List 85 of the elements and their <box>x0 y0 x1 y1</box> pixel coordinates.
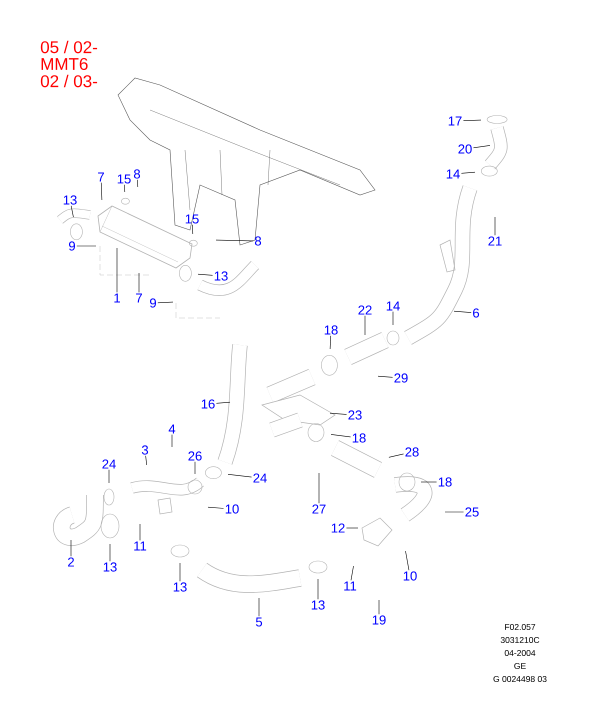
callout-number: 2 <box>68 557 74 567</box>
leader-line <box>194 462 196 474</box>
callout-number: 18 <box>352 433 366 443</box>
leader-line <box>258 598 260 617</box>
leader-line <box>216 240 254 242</box>
leader-line <box>392 311 394 326</box>
reference-code: 3031210C <box>500 637 540 643</box>
callout-number: 14 <box>446 170 460 178</box>
leader-line <box>138 272 140 293</box>
leader-line <box>378 600 380 614</box>
callout-number: 12 <box>332 523 345 533</box>
callout-number: 13 <box>64 195 77 205</box>
leader-line <box>378 376 393 378</box>
leader-line <box>158 302 174 304</box>
reference-code: GE <box>514 663 526 669</box>
callout-number: 20 <box>458 144 472 154</box>
callout-number: 13 <box>214 271 228 281</box>
reference-code: F02.057 <box>505 624 536 630</box>
leader-line <box>108 469 110 484</box>
leader-line <box>350 566 354 581</box>
callout-number: 3 <box>142 445 148 455</box>
callout-number: 7 <box>98 172 104 182</box>
reference-code: 04-2004 <box>504 650 536 656</box>
leader-line <box>454 310 472 313</box>
callout-number: 8 <box>134 169 140 179</box>
callout-number: 15 <box>118 174 131 184</box>
callout-number: 14 <box>386 302 400 310</box>
leader-line <box>330 434 351 438</box>
callout-number: 19 <box>372 615 386 625</box>
leader-line <box>100 182 102 200</box>
leader-line <box>364 315 366 336</box>
callout-number: 1 <box>114 294 120 302</box>
callout-number: 7 <box>136 294 142 302</box>
callout-number: 24 <box>102 459 116 469</box>
leader-line <box>70 540 72 557</box>
callout-number: 9 <box>150 298 156 308</box>
callout-number: 13 <box>312 600 325 610</box>
callout-number: 22 <box>358 305 372 315</box>
leader-line <box>137 180 138 188</box>
callout-number: 9 <box>69 241 75 251</box>
leader-line <box>70 206 74 218</box>
callout-number: 6 <box>473 308 480 318</box>
leader-line <box>473 145 490 148</box>
callout-number: 11 <box>344 582 356 590</box>
callout-number: 4 <box>168 424 176 434</box>
callout-number: 23 <box>348 410 362 420</box>
leader-line <box>463 120 482 121</box>
version-note: MMT6 <box>42 58 88 70</box>
version-note: 02 / 03- <box>40 74 98 88</box>
leader-line <box>145 456 147 466</box>
callout-number: 27 <box>312 504 326 514</box>
callout-number: 24 <box>253 473 267 483</box>
leader-line <box>124 184 126 192</box>
leader-line <box>330 412 347 415</box>
leader-line <box>461 172 476 174</box>
callout-number: 21 <box>488 236 502 246</box>
leader-line <box>494 216 496 236</box>
callout-number: 10 <box>404 571 417 581</box>
callout-number: 5 <box>256 617 262 627</box>
leader-line <box>330 336 332 350</box>
leader-line <box>116 248 118 293</box>
leader-line <box>228 474 252 478</box>
callout-number: 13 <box>174 582 187 592</box>
callout-number: 18 <box>438 477 452 487</box>
callout-number: 15 <box>186 214 199 224</box>
callout-number: 17 <box>448 116 462 126</box>
callout-number: 25 <box>465 507 479 517</box>
callout-number: 18 <box>324 325 338 335</box>
callout-number: 26 <box>188 451 202 461</box>
leader-line <box>405 550 410 570</box>
callout-number: 16 <box>202 399 215 409</box>
leader-line <box>208 506 224 509</box>
version-note: 05 / 02- <box>40 40 98 54</box>
callout-number: 29 <box>394 373 408 383</box>
reference-code: G 0024498 03 <box>493 676 547 682</box>
leader-line <box>318 472 320 504</box>
leader-line <box>198 274 213 276</box>
leader-line <box>216 402 230 404</box>
callout-number: 10 <box>226 504 239 514</box>
leader-line <box>388 454 404 458</box>
callout-number: 8 <box>254 236 262 246</box>
callout-number: 11 <box>134 542 146 550</box>
leader-line <box>192 224 194 234</box>
callout-number: 13 <box>104 562 117 572</box>
callout-number: 28 <box>405 447 419 457</box>
